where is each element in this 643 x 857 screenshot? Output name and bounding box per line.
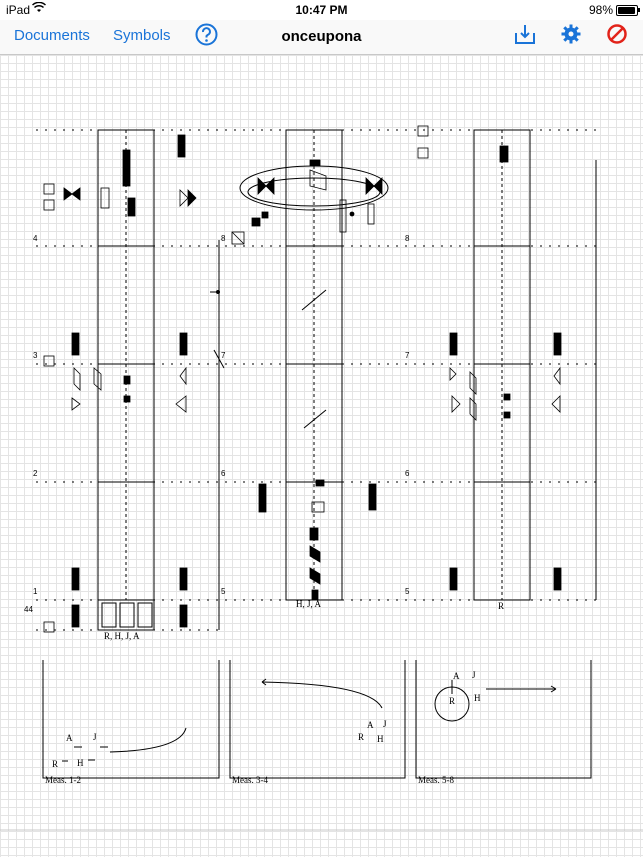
left-staff-symbols (43, 134, 197, 633)
staff-label-middle: H, J, A (296, 599, 322, 609)
measure-number-6-right: 6 (405, 469, 410, 478)
measure-number-3: 3 (33, 351, 38, 360)
middle-staff-symbols (231, 159, 383, 601)
dancer-label: R (52, 759, 58, 769)
measure-number-8: 8 (221, 234, 226, 243)
battery-icon (616, 5, 640, 16)
right-staff-symbols (417, 125, 562, 591)
score-canvas[interactable]: 4 3 2 1 44 8 7 6 5 8 7 6 5 R, H, J, A H,… (0, 55, 643, 857)
floor-plan-caption: Meas. 5-8 (418, 775, 454, 785)
staff-right (473, 129, 597, 601)
dancer-label: J (472, 670, 476, 680)
measure-number-4: 4 (33, 234, 38, 243)
status-bar: iPad 10:47 PM 98% (0, 0, 643, 20)
staff-left (97, 129, 155, 631)
carrier-label: iPad (6, 3, 31, 17)
dancer-label: H (77, 758, 84, 768)
measure-number-labels: 4 3 2 1 44 8 7 6 5 8 7 6 5 (24, 234, 410, 614)
floor-plan-caption: Meas. 1-2 (45, 775, 81, 785)
dancer-label: R (449, 696, 455, 706)
dancer-label: H (377, 734, 384, 744)
labanotation-score[interactable]: 4 3 2 1 44 8 7 6 5 8 7 6 5 R, H, J, A H,… (0, 55, 643, 857)
documents-button[interactable]: Documents (14, 27, 90, 44)
dancer-label: H (474, 693, 481, 703)
symbols-button[interactable]: Symbols (113, 27, 171, 44)
floor-plan-2: J A R H Meas. 3-4 (232, 719, 387, 785)
measure-number-2: 2 (33, 469, 38, 478)
no-entry-icon[interactable] (606, 23, 628, 45)
dancer-label: J (383, 719, 387, 729)
clock: 10:47 PM (295, 3, 348, 17)
document-title: onceupona (281, 28, 362, 45)
measure-number-5-right: 5 (405, 587, 410, 596)
dancer-label: J (93, 732, 97, 742)
question-circle-icon[interactable] (195, 23, 218, 46)
staff-label-right: R (498, 601, 504, 611)
floor-plan-caption: Meas. 3-4 (232, 775, 268, 785)
navigation-bar: Documents Symbols onceupona (0, 20, 643, 55)
measure-number-5: 5 (221, 587, 226, 596)
floor-plan-frames (42, 660, 592, 779)
repeat-lines (210, 240, 225, 630)
dancer-label: A (66, 733, 73, 743)
dancer-label: A (367, 720, 374, 730)
staff-labels: R, H, J, A H, J, A R (104, 599, 504, 641)
floor-plan-3: A J R H Meas. 5-8 (418, 670, 481, 785)
gear-icon[interactable] (560, 23, 582, 45)
pickup-measure-number: 44 (24, 605, 33, 614)
dancer-label: R (358, 732, 364, 742)
measure-number-1: 1 (33, 587, 38, 596)
dancer-label: A (453, 671, 460, 681)
measure-number-7-right: 7 (405, 351, 410, 360)
download-icon[interactable] (514, 23, 536, 45)
measure-number-6: 6 (221, 469, 226, 478)
wifi-icon (32, 2, 46, 12)
measure-number-7: 7 (221, 351, 226, 360)
battery-percent: 98% (588, 3, 613, 17)
floor-plan-1: A J R H Meas. 1-2 (45, 732, 97, 785)
staff-label-left: R, H, J, A (104, 631, 140, 641)
measure-number-8-right: 8 (405, 234, 410, 243)
